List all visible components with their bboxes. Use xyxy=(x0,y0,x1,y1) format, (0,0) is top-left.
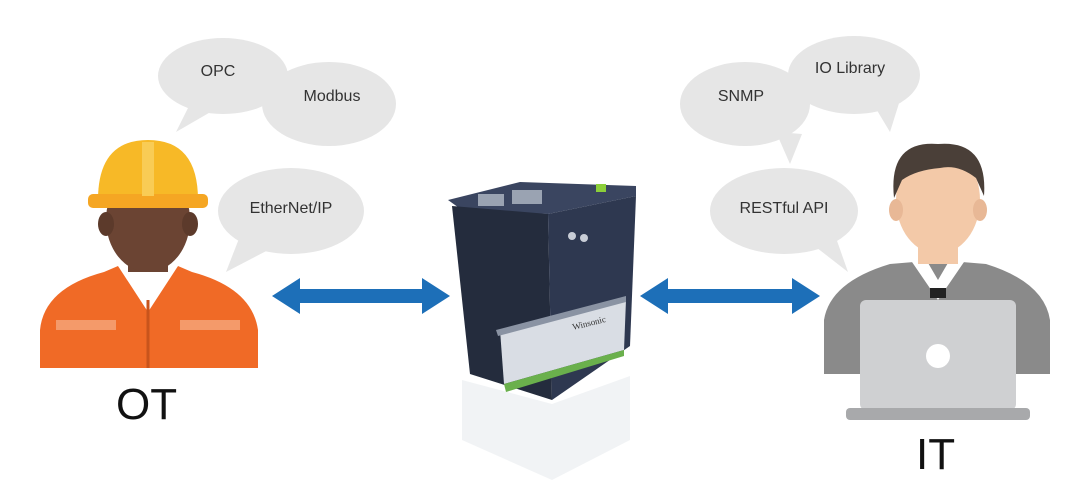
ot-device-arrow xyxy=(272,278,450,314)
bubble-tail-ethernet xyxy=(226,236,272,272)
bubble-snmp-label: SNMP xyxy=(717,88,765,105)
bubble-modbus-label: Modbus xyxy=(303,88,361,105)
it-label: IT xyxy=(916,430,956,479)
ot-label: OT xyxy=(116,380,178,429)
bubble-tail-restful xyxy=(812,238,848,272)
bubble-tail-opc xyxy=(176,104,214,132)
bubble-tail-snmp xyxy=(776,132,802,164)
bubble-restful-api-label: RESTful API xyxy=(739,200,829,217)
bubble-opc-label: OPC xyxy=(200,63,236,80)
ot-worker-icon xyxy=(40,140,258,368)
bubble-opc: OPC xyxy=(158,38,288,114)
gateway-device-icon xyxy=(448,182,636,480)
bubble-io-library-label: IO Library xyxy=(814,60,886,77)
bubble-tail-io xyxy=(872,100,900,132)
it-person-icon xyxy=(824,143,1050,420)
bubble-modbus: Modbus xyxy=(262,62,396,146)
bubble-ethernet-ip-label: EtherNet/IP xyxy=(249,200,333,217)
device-it-arrow xyxy=(640,278,820,314)
